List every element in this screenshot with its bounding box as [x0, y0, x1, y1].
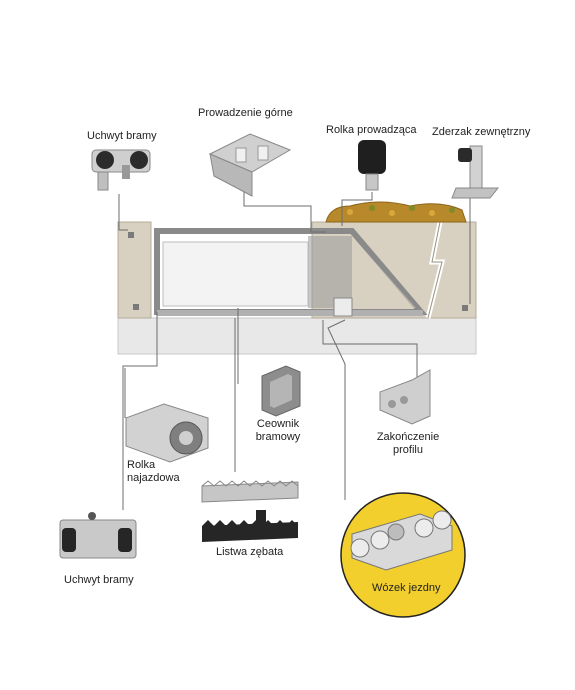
leader-lines	[118, 192, 471, 510]
guide-roller-icon	[358, 140, 386, 191]
label-zakonczenie-2: profilu	[393, 444, 423, 456]
top-guide-icon	[208, 133, 292, 197]
label-zderzak-zewnetrzny: Zderzak zewnętrzny	[432, 126, 531, 138]
end-cap-icon	[379, 369, 431, 425]
gear-rack-icon	[201, 480, 299, 542]
carriage-icon	[350, 510, 453, 571]
hedge	[325, 201, 467, 223]
channel-profile-icon	[261, 365, 301, 417]
entry-roller-icon	[125, 403, 209, 463]
label-zakonczenie-1: Zakończenie	[376, 431, 440, 443]
label-ceownik-1: Ceownik	[256, 418, 300, 430]
label-ceownik-2: bramowy	[255, 431, 301, 443]
label-uchwyt-bramy-top: Uchwyt bramy	[87, 130, 157, 142]
label-rolka-najazdowa-2: najazdowa	[127, 472, 180, 484]
label-rolka-prowadzaca: Rolka prowadząca	[326, 124, 417, 136]
label-uchwyt-bramy-bottom: Uchwyt bramy	[64, 574, 134, 586]
label-wozek-jezdny: Wózek jezdny	[372, 582, 441, 594]
label-listwa-zebata: Listwa zębata	[216, 546, 284, 558]
gate-glass	[162, 241, 309, 307]
external-stopper-icon	[451, 145, 500, 199]
ground-slab	[117, 317, 477, 355]
gear-rack-on-gate	[157, 310, 423, 316]
label-prowadzenie-gorne: Prowadzenie górne	[198, 107, 293, 119]
gate-bracket-icon	[91, 149, 151, 191]
left-post	[117, 221, 152, 319]
gate-bracket-bottom-icon	[59, 512, 137, 559]
label-rolka-najazdowa-1: Rolka	[127, 459, 156, 471]
